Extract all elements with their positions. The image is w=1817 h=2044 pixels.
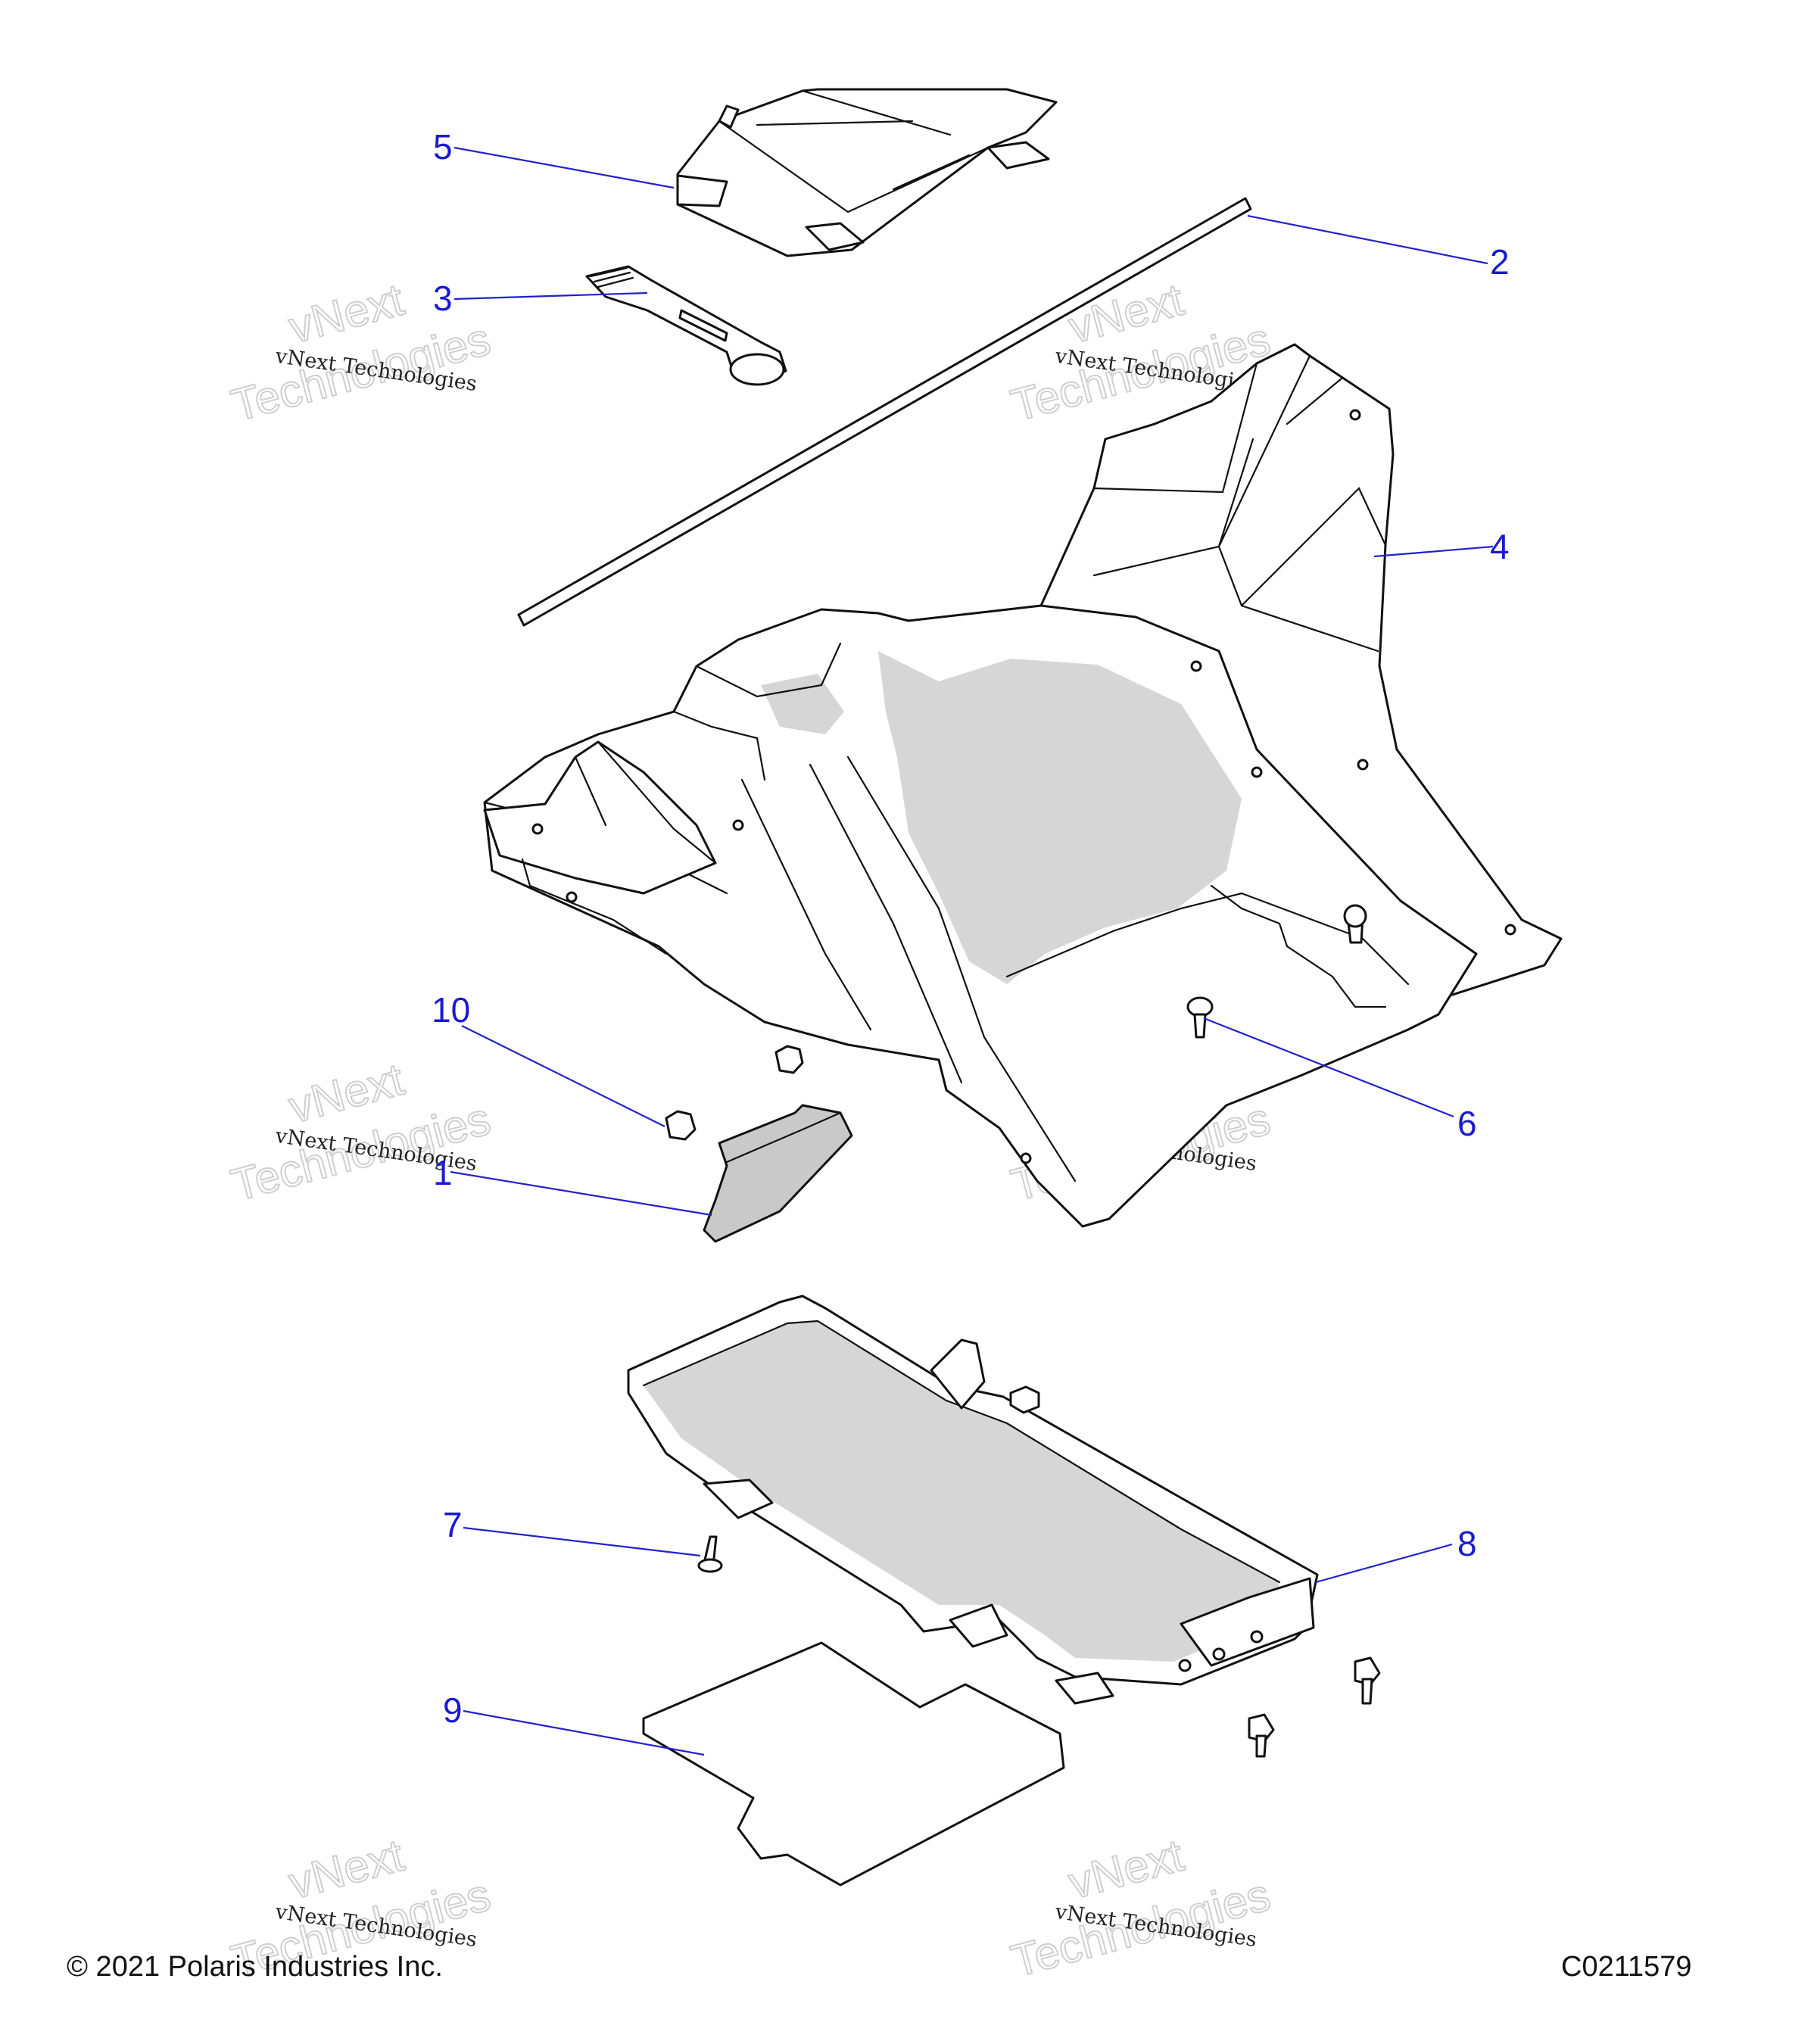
part-1-bracket [703, 1104, 853, 1243]
callout-numbers: 5 3 2 4 10 1 6 7 8 9 [432, 127, 1510, 1730]
callout-3: 3 [433, 279, 453, 318]
part-2-seal-strip [517, 197, 1252, 627]
callout-2: 2 [1490, 242, 1510, 282]
leader-8 [1315, 1543, 1453, 1584]
watermark-mid-left: vNext Technologies vNext Technologies [226, 1053, 497, 1212]
leader-10 [461, 1025, 665, 1127]
watermark-top-left: vNext Technologies vNext Technologies [226, 273, 497, 432]
screw-fasteners [1248, 1656, 1381, 1758]
callout-8: 8 [1457, 1524, 1477, 1563]
callout-4: 4 [1490, 527, 1510, 566]
watermark-bottom-right: vNext Technologies vNext Technologies [1005, 1829, 1276, 1988]
part-3-strap [585, 265, 787, 386]
callout-9: 9 [443, 1690, 463, 1730]
part-4-rear-tub [483, 343, 1563, 1228]
leader-1 [450, 1170, 712, 1217]
leader-5 [453, 146, 675, 189]
leader-lines [450, 146, 1494, 1756]
part-10-nuts [665, 1045, 804, 1141]
callout-7: 7 [443, 1505, 463, 1544]
part-6-push-rivet [1186, 996, 1214, 1039]
leader-6 [1203, 1017, 1454, 1118]
drawing-code: C0211579 [1561, 1951, 1692, 1983]
callout-6: 6 [1457, 1104, 1477, 1143]
copyright-notice: © 2021 Polaris Industries Inc. [67, 1951, 443, 1983]
part-7-pin [697, 1535, 723, 1573]
leader-4 [1373, 545, 1494, 558]
leader-3 [453, 291, 648, 301]
callout-1: 1 [433, 1153, 453, 1192]
callout-10: 10 [432, 990, 470, 1030]
leader-9 [463, 1709, 705, 1756]
leader-7 [463, 1526, 701, 1557]
part-8-tray [627, 1295, 1319, 1705]
part-9-floor-mat [642, 1641, 1065, 1887]
part-5-cover [676, 88, 1058, 257]
callout-5: 5 [433, 127, 453, 167]
leader-2 [1247, 214, 1488, 265]
